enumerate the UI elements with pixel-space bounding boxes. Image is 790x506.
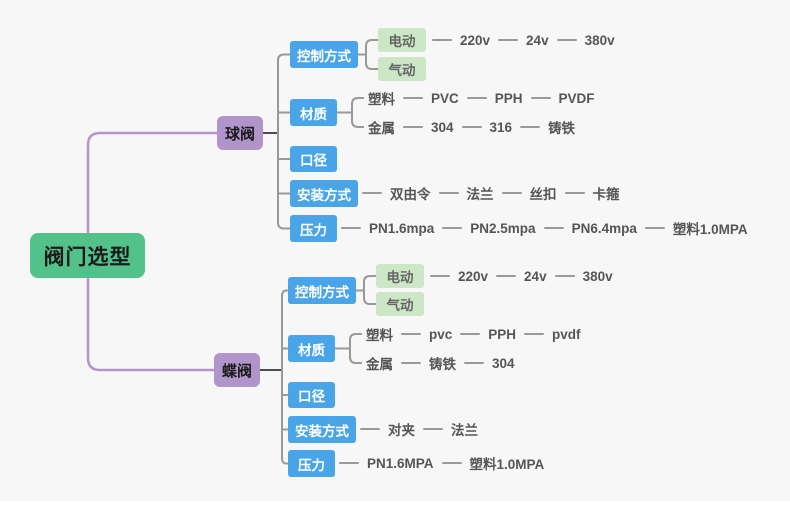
connector-line <box>360 428 380 430</box>
leaf-node[interactable]: PN2.5mpa <box>470 220 536 236</box>
ball-pressure-chain: PN1.6mpa PN2.5mpa PN6.4mpa 塑料1.0MPA <box>341 218 748 238</box>
connector-line <box>403 97 423 99</box>
connector-line <box>556 39 577 41</box>
leaf-node[interactable]: 卡箍 <box>592 187 620 202</box>
connector-line <box>442 227 463 229</box>
butterfly-install-method-node[interactable]: 安装方式 <box>288 416 356 443</box>
leaf-node[interactable]: PVDF <box>558 90 595 106</box>
leaf-node[interactable]: 铸铁 <box>548 121 576 136</box>
connector-line <box>466 97 487 99</box>
butterfly-pressure-chain: PN1.6MPA 塑料1.0MPA <box>339 453 544 473</box>
connector-line <box>496 275 517 277</box>
leaf-node[interactable]: 220v <box>460 32 491 48</box>
ball-material-bracket <box>351 97 364 128</box>
butterfly-diameter-node[interactable]: 口径 <box>288 382 335 408</box>
ball-spine <box>277 53 290 230</box>
connector-line <box>430 275 450 277</box>
butterfly-material-bracket <box>349 333 362 364</box>
leaf-node[interactable]: 双由令 <box>390 187 431 202</box>
leaf-node[interactable]: 380v <box>584 32 615 48</box>
ball-material-node[interactable]: 材质 <box>290 99 337 126</box>
connector-line <box>554 275 575 277</box>
ball-diameter-node[interactable]: 口径 <box>290 146 337 172</box>
ball-plastic-chain: 塑料 PVC PPH PVDF <box>368 88 595 108</box>
leaf-node[interactable]: 304 <box>431 119 454 135</box>
leaf-node[interactable]: 220v <box>458 268 489 284</box>
ball-install-chain: 双由令 法兰 丝扣 卡箍 <box>362 183 620 203</box>
leaf-node[interactable]: 铸铁 <box>429 357 456 372</box>
connector-line <box>423 428 443 430</box>
butterfly-electric-node[interactable]: 电动 <box>376 264 424 288</box>
leaf-node[interactable]: 塑料 <box>366 328 393 343</box>
ball-pressure-node[interactable]: 压力 <box>290 215 337 242</box>
root-to-ball-connector <box>86 131 217 233</box>
connector-line <box>401 362 421 364</box>
ball-control-method-node[interactable]: 控制方式 <box>290 41 358 68</box>
connector-line <box>524 333 545 335</box>
leaf-node[interactable]: 塑料 <box>368 92 395 107</box>
butterfly-control-method-node[interactable]: 控制方式 <box>288 277 356 304</box>
leaf-node[interactable]: 法兰 <box>466 187 494 202</box>
canvas-edge <box>0 501 790 506</box>
connector-line <box>564 192 585 194</box>
leaf-node[interactable]: 金属 <box>368 121 395 136</box>
butterfly-pneumatic-node[interactable]: 气动 <box>376 292 424 316</box>
butterfly-pressure-node[interactable]: 压力 <box>288 450 335 477</box>
leaf-node[interactable]: pvdf <box>552 326 581 342</box>
butterfly-material-node[interactable]: 材质 <box>288 335 335 362</box>
connector-line <box>401 333 421 335</box>
leaf-node[interactable]: PPH <box>494 90 523 106</box>
branch-node-ball-valve[interactable]: 球阀 <box>217 116 263 150</box>
leaf-node[interactable]: 316 <box>489 119 513 135</box>
leaf-node[interactable]: 24v <box>524 268 547 284</box>
connector-line <box>501 192 522 194</box>
ball-electric-node[interactable]: 电动 <box>378 28 426 52</box>
branch-node-butterfly-valve[interactable]: 蝶阀 <box>214 353 260 387</box>
leaf-node[interactable]: 塑料1.0MPA <box>469 457 545 472</box>
leaf-node[interactable]: 法兰 <box>451 423 478 438</box>
connector-line <box>339 462 359 464</box>
connector-line <box>530 97 551 99</box>
ball-control-bracket <box>365 39 378 70</box>
connector-line <box>341 227 361 229</box>
connector-line <box>460 333 481 335</box>
ball-pneumatic-node[interactable]: 气动 <box>378 57 426 81</box>
leaf-node[interactable]: 塑料1.0MPA <box>672 222 748 237</box>
leaf-node[interactable]: PN1.6MPA <box>367 455 434 471</box>
leaf-node[interactable]: 24v <box>526 32 549 48</box>
connector-line <box>461 126 482 128</box>
connector-line <box>644 227 665 229</box>
connector-line <box>432 39 452 41</box>
connector-line <box>403 126 423 128</box>
ball-metal-chain: 金属 304 316 铸铁 <box>368 117 575 137</box>
ball-install-method-node[interactable]: 安装方式 <box>290 180 358 207</box>
connector-line <box>498 39 519 41</box>
leaf-node[interactable]: 丝扣 <box>529 187 557 202</box>
leaf-node[interactable]: 380v <box>582 268 613 284</box>
leaf-node[interactable]: PVC <box>431 90 459 106</box>
leaf-node[interactable]: PPH <box>488 326 517 342</box>
leaf-node[interactable]: 金属 <box>366 357 393 372</box>
connector-line <box>543 227 564 229</box>
connector-line <box>520 126 541 128</box>
root-to-butterfly-connector <box>86 278 214 372</box>
connector-line <box>362 192 382 194</box>
butterfly-plastic-chain: 塑料 pvc PPH pvdf <box>366 324 581 344</box>
leaf-node[interactable]: pvc <box>429 326 453 342</box>
root-node[interactable]: 阀门选型 <box>30 233 145 278</box>
leaf-node[interactable]: 304 <box>492 355 515 371</box>
leaf-node[interactable]: PN1.6mpa <box>369 220 435 236</box>
butterfly-metal-chain: 金属 铸铁 304 <box>366 353 515 373</box>
butterfly-voltage-chain: 220v 24v 380v <box>430 266 613 286</box>
ball-voltage-chain: 220v 24v 380v <box>432 30 615 50</box>
leaf-node[interactable]: 对夹 <box>388 423 415 438</box>
butterfly-control-bracket <box>363 275 376 305</box>
butterfly-install-chain: 对夹 法兰 <box>360 419 478 439</box>
connector-line <box>438 192 459 194</box>
leaf-node[interactable]: PN6.4mpa <box>571 220 637 236</box>
connector-line <box>441 462 462 464</box>
connector-line <box>464 362 484 364</box>
